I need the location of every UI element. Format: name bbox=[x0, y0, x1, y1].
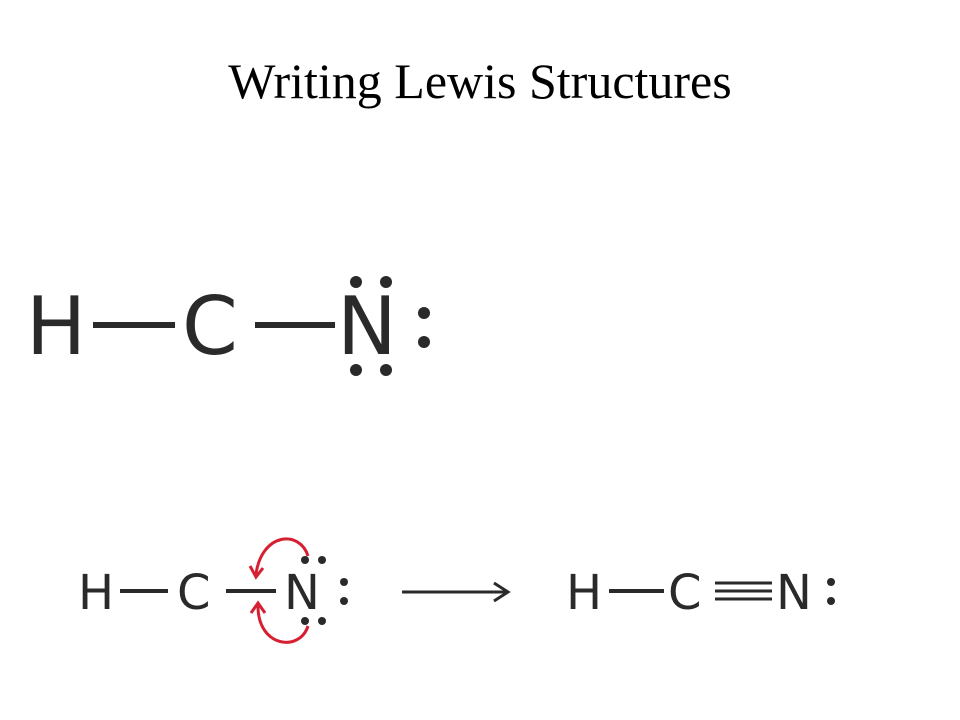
atom-h: H bbox=[26, 280, 86, 373]
atom-c: C bbox=[182, 280, 238, 373]
atom-h: H bbox=[566, 565, 602, 621]
lewis-structure-electron-shift: H C N bbox=[78, 537, 348, 644]
atom-h: H bbox=[78, 565, 114, 621]
atom-n: N bbox=[337, 280, 397, 373]
slide-title: Writing Lewis Structures bbox=[228, 53, 732, 109]
atom-c: C bbox=[668, 565, 702, 621]
lewis-structure-triple-bond: H C N bbox=[566, 565, 835, 621]
curved-arrow-bottom bbox=[249, 600, 310, 644]
reaction-arrow bbox=[402, 581, 511, 603]
lewis-structure-unshared: H C N bbox=[26, 276, 430, 376]
lone-pair-dots bbox=[827, 578, 835, 605]
atom-c: C bbox=[177, 565, 211, 621]
atom-n: N bbox=[284, 565, 320, 621]
lone-pair-dots bbox=[350, 276, 430, 376]
curved-arrow-top bbox=[248, 537, 310, 580]
triple-bond bbox=[715, 581, 772, 601]
atom-n: N bbox=[776, 565, 812, 621]
lone-pair-dots bbox=[301, 556, 348, 625]
